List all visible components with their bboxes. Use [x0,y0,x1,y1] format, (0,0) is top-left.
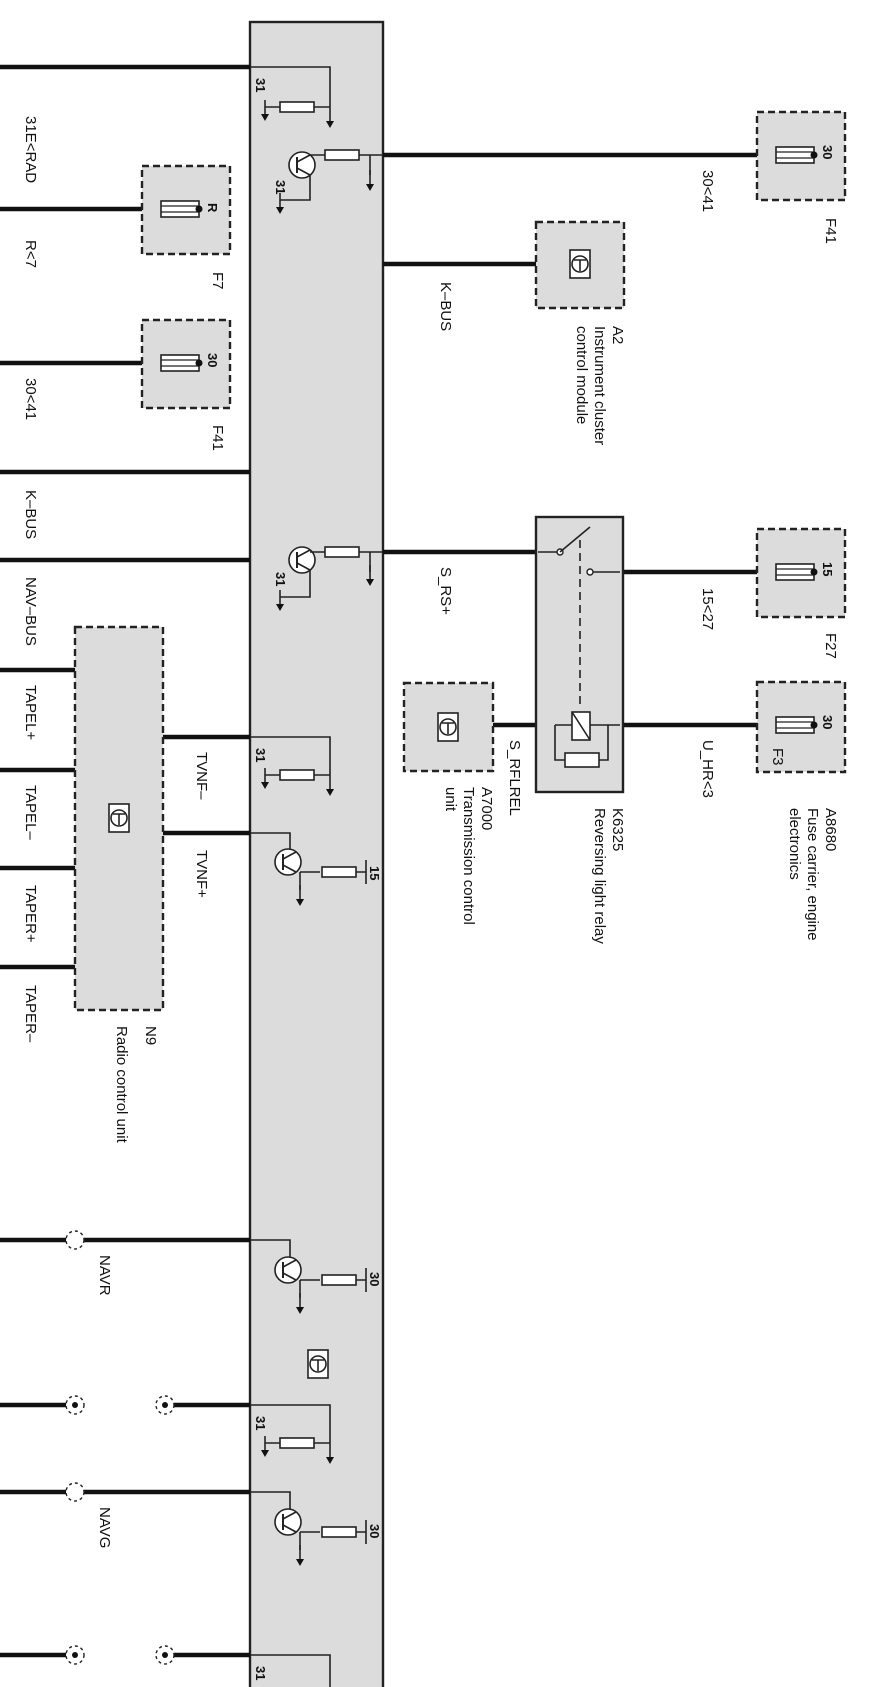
svg-text:31: 31 [253,78,268,92]
fuse-f3-pin: 30 [820,715,835,729]
fuse-icon [775,146,819,164]
relay-id: K6325 [609,808,626,851]
control-unit-icon [437,712,459,742]
label-navr: NAVR [96,1255,113,1296]
instrument-cluster-desc2: control module [573,326,590,424]
label-15-27: 15<27 [699,588,716,630]
svg-text:31: 31 [273,180,288,194]
fuse-icon [160,354,204,372]
internal-ground-31-bottom: 31 [250,1654,331,1687]
transistor-icon: 30 [250,1491,382,1567]
label-taper-plus: TAPER+ [22,885,39,943]
radio-control-unit-desc: Radio control unit [113,1026,130,1144]
label-u-hr3: U_HR<3 [699,740,716,798]
relay-desc: Reversing light relay [591,808,608,944]
svg-text:31: 31 [253,1666,268,1680]
svg-text:31: 31 [253,1416,268,1430]
control-unit-icon [307,1349,329,1379]
control-unit-icon [569,249,591,279]
fuse-f7-pin: R [205,203,220,213]
radio-control-unit-id: N9 [142,1026,159,1045]
fuse-carrier-desc2: electronics [786,808,803,880]
svg-text:31: 31 [273,572,288,586]
svg-text:30: 30 [367,1272,382,1286]
label-s-rflrel: S_RFLREL [506,740,523,816]
transmission-control-unit-desc2: unit [442,787,459,812]
label-s-rs: S_RS+ [437,567,454,615]
instrument-cluster-desc1: Instrument cluster [591,326,608,445]
transistor-icon: 31 [273,546,383,612]
control-unit-icon [108,803,130,833]
reversing-light-relay-box [534,515,625,794]
transmission-control-unit-desc1: Transmission control [460,787,477,925]
label-nav-bus: NAV–BUS [22,577,39,646]
transistor-icon: 30 [250,1239,382,1315]
svg-text:31: 31 [253,748,268,762]
label-30-41-left: 30<41 [22,378,39,420]
main-control-unit [248,20,385,1687]
connector-icon [65,1230,175,1665]
fuse-carrier-id: A8680 [822,808,839,851]
transistor-icon: 31 [273,149,383,215]
fuse-f27-id: F27 [822,633,839,659]
transistor-icon: 15 [250,832,382,907]
label-tvnf-plus: TVNF+ [193,850,210,898]
label-kbus-left: K–BUS [22,490,39,539]
label-tvnf-minus: TVNF– [193,752,210,800]
label-31e-rad: 31E<RAD [22,116,39,183]
label-tapel-minus: TAPEL– [22,785,39,840]
label-kbus-right: K–BUS [437,282,454,331]
label-30-41-right: 30<41 [699,170,716,212]
fuse-icon [160,200,204,218]
internal-ground-31-top: 31 [250,66,335,129]
fuse-icon [775,563,819,581]
label-tapel-plus: TAPEL+ [22,685,39,740]
internal-ground-31-tvnf: 31 [250,736,335,797]
fuse-carrier-desc1: Fuse carrier, engine [804,808,821,941]
instrument-cluster-id: A2 [609,326,626,344]
label-r7: R<7 [22,240,39,268]
label-taper-minus: TAPER– [22,985,39,1043]
transmission-control-unit-id: A7000 [478,787,495,830]
fuse-f41-right-pin: 30 [820,145,835,159]
fuse-f41-right-id: F41 [822,218,839,244]
svg-text:15: 15 [367,866,382,880]
internal-ground-31-nav: 31 [250,1404,335,1465]
fuse-icon [775,716,819,734]
svg-text:30: 30 [367,1524,382,1538]
fuse-f3-id: F3 [769,748,786,766]
fuse-f41-left-pin: 30 [205,353,220,367]
label-navg: NAVG [96,1507,113,1548]
relay-switch-icon [538,526,620,768]
fuse-f7-id: F7 [209,272,226,290]
fuse-f27-pin: 15 [820,562,835,576]
fuse-f41-left-id: F41 [209,425,226,451]
